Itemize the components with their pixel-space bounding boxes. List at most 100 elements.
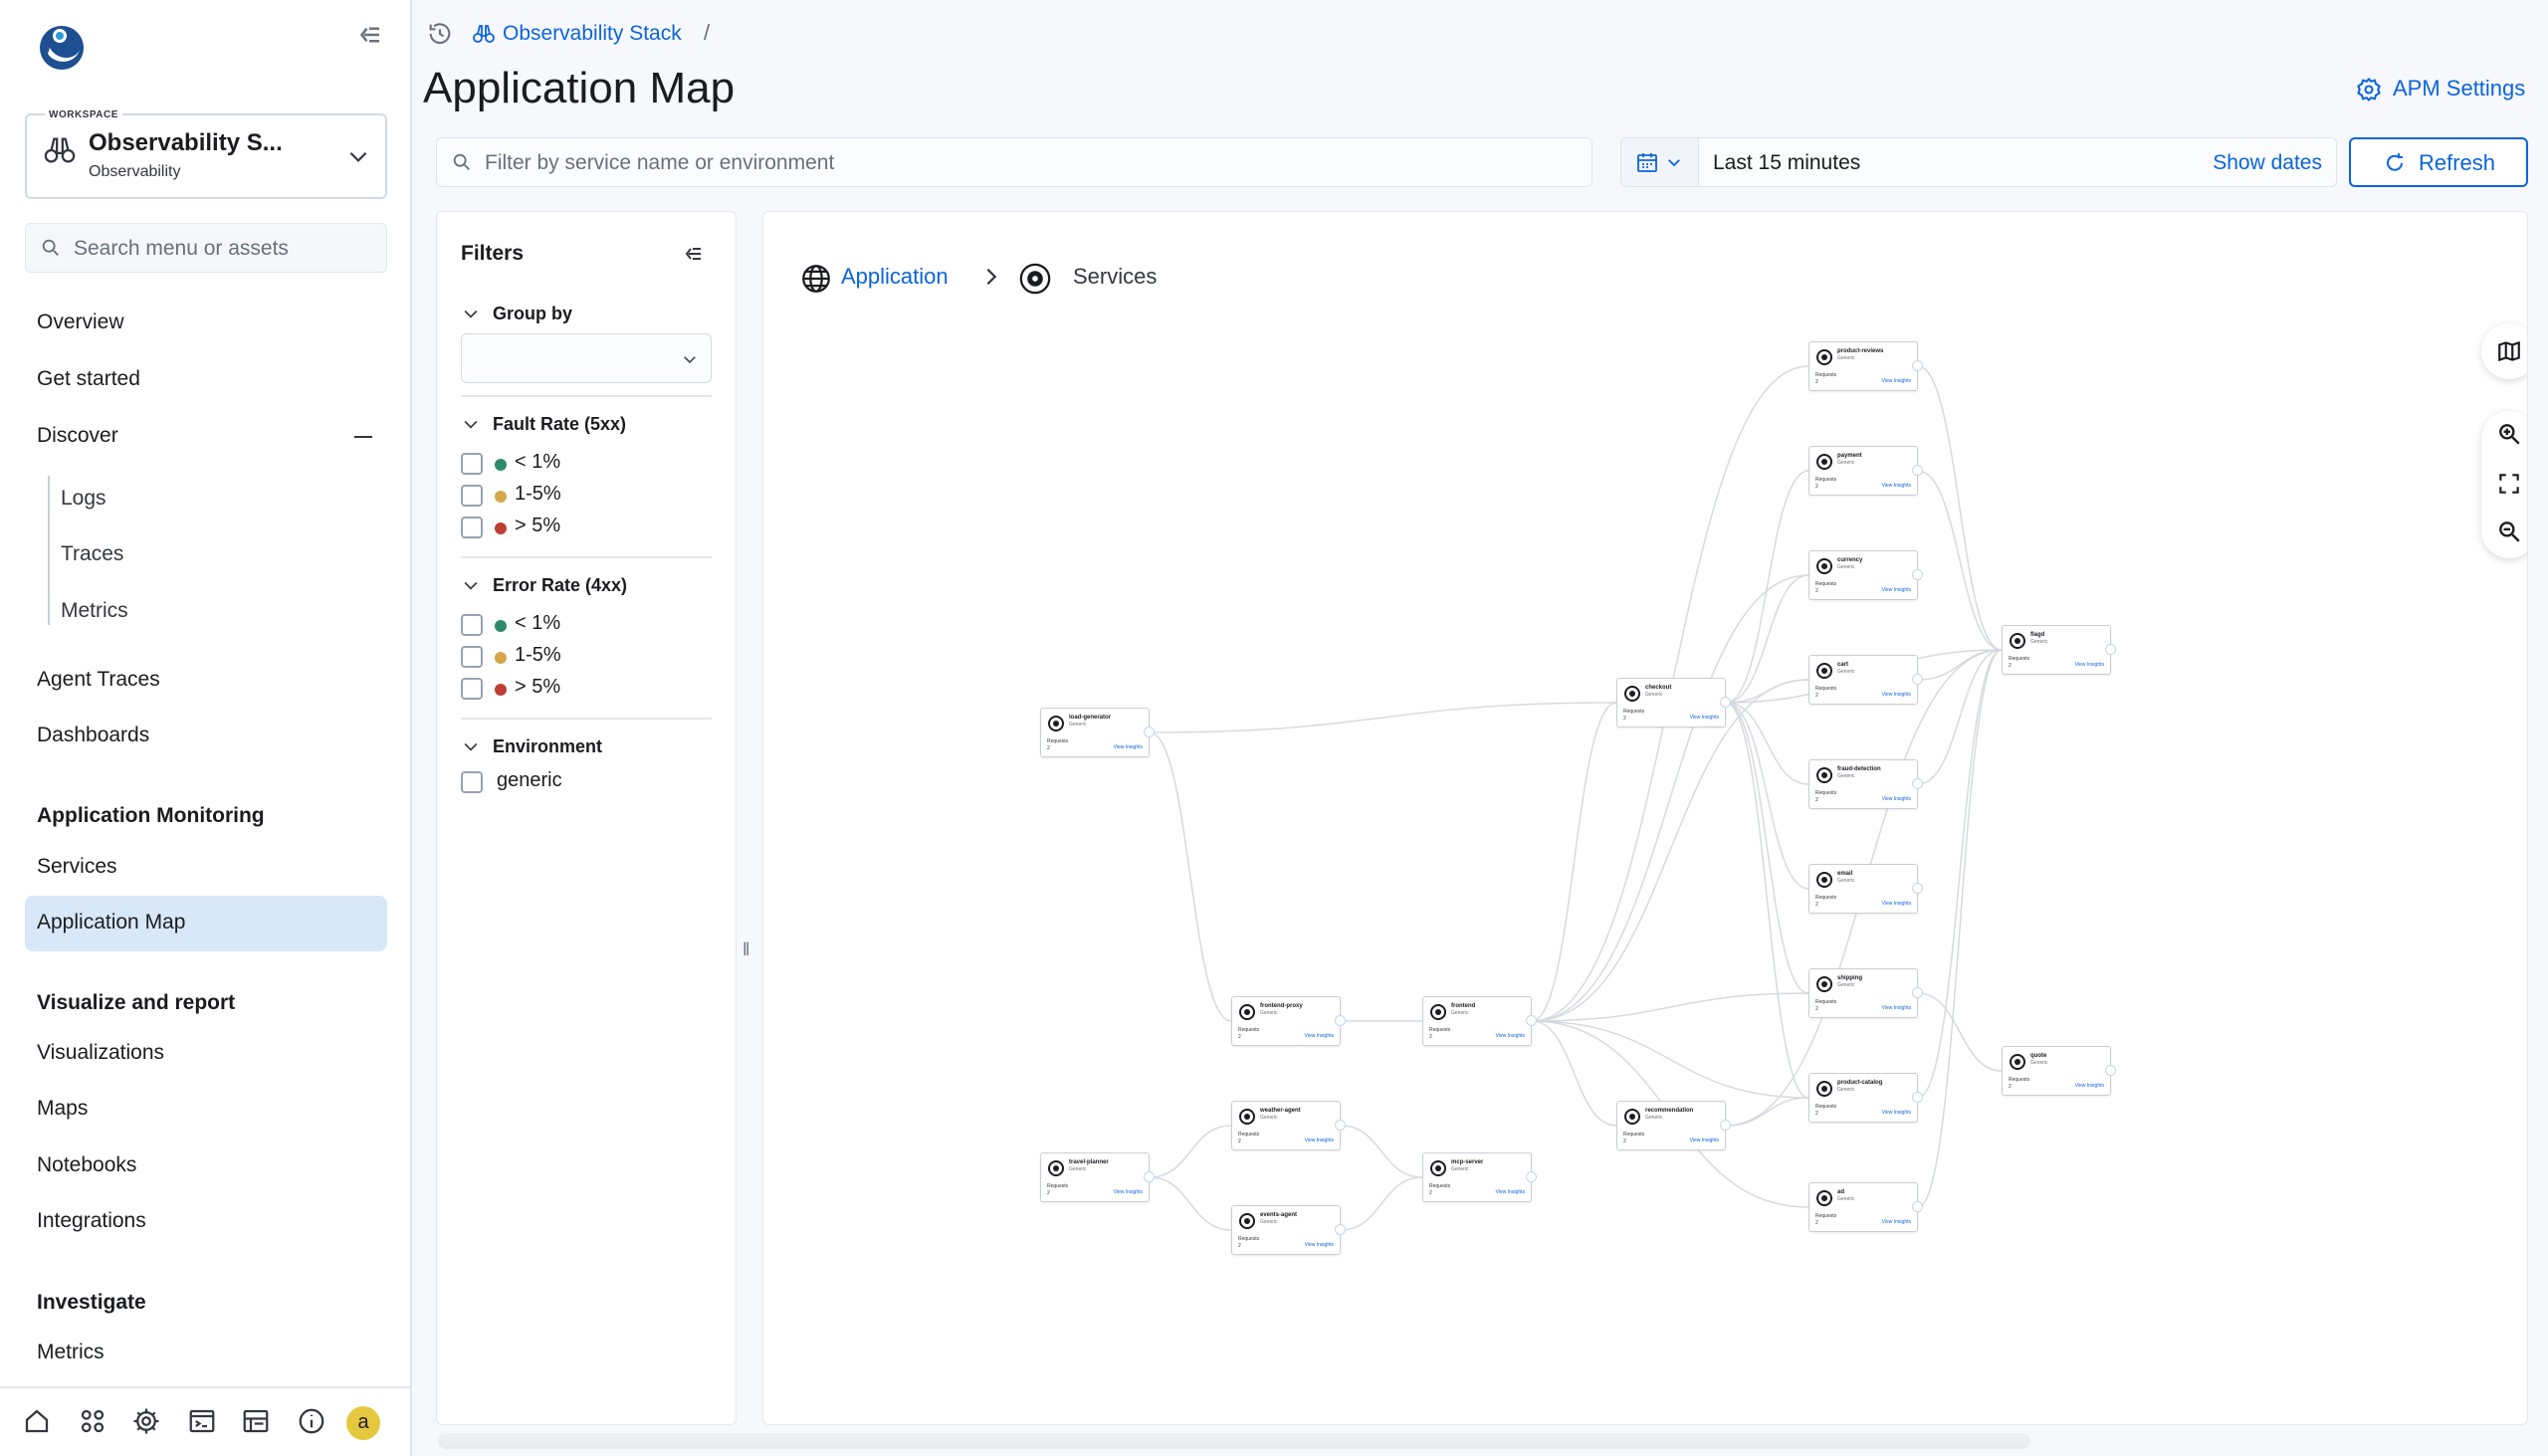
node-expand-handle[interactable] <box>1912 360 1923 371</box>
app-logo-icon[interactable] <box>36 20 90 74</box>
node-expand-handle[interactable] <box>1912 778 1923 789</box>
user-avatar[interactable]: a <box>346 1406 380 1440</box>
view-insights-link[interactable]: View Insights <box>1113 1189 1143 1195</box>
collapse-filters-icon[interactable] <box>680 242 706 266</box>
node-expand-handle[interactable] <box>1526 1015 1537 1026</box>
checkbox[interactable] <box>461 771 483 793</box>
view-insights-link[interactable]: View Insights <box>1881 1005 1911 1011</box>
panel-resize-handle[interactable]: ‖ <box>743 939 750 959</box>
view-insights-link[interactable]: View Insights <box>1495 1033 1525 1039</box>
sidebar-item-discover[interactable]: Discover <box>37 424 118 447</box>
view-insights-link[interactable]: View Insights <box>1304 1138 1334 1144</box>
node-expand-handle[interactable] <box>1720 697 1731 708</box>
console-icon[interactable] <box>187 1406 217 1436</box>
apps-grid-icon[interactable] <box>78 1406 107 1436</box>
node-expand-handle[interactable] <box>1720 1120 1731 1131</box>
view-insights-link[interactable]: View Insights <box>1881 587 1911 593</box>
checkbox[interactable] <box>461 646 483 668</box>
horizontal-scrollbar[interactable] <box>438 1433 2030 1449</box>
fit-view-icon[interactable] <box>2496 471 2522 497</box>
collapse-nav-icon[interactable] <box>354 20 384 50</box>
info-icon[interactable] <box>297 1406 326 1436</box>
gear-icon[interactable] <box>131 1406 161 1436</box>
sidebar-item-metrics[interactable]: Metrics <box>61 599 128 622</box>
view-insights-link[interactable]: View Insights <box>2074 662 2104 668</box>
sidebar-item-services[interactable]: Services <box>37 855 117 878</box>
view-insights-link[interactable]: View Insights <box>1881 483 1911 489</box>
dev-tools-icon[interactable] <box>241 1406 271 1436</box>
history-icon[interactable] <box>426 20 454 48</box>
sidebar-item-dashboards[interactable]: Dashboards <box>37 724 150 746</box>
sidebar-item-application-map-highlight[interactable] <box>25 896 387 951</box>
checkbox[interactable] <box>461 678 483 700</box>
zoom-in-icon[interactable] <box>2496 421 2522 447</box>
view-insights-link[interactable]: View Insights <box>2074 1083 2104 1089</box>
group-by-select[interactable] <box>461 333 712 383</box>
checkbox[interactable] <box>461 485 483 507</box>
sidebar-item-get-started[interactable]: Get started <box>37 367 140 390</box>
node-expand-handle[interactable] <box>1912 465 1923 476</box>
node-expand-handle[interactable] <box>2105 1065 2116 1076</box>
checkbox[interactable] <box>461 453 483 475</box>
node-expand-handle[interactable] <box>1912 883 1923 894</box>
view-insights-link[interactable]: View Insights <box>1689 715 1719 721</box>
node-expand-handle[interactable] <box>1526 1171 1537 1182</box>
view-insights-link[interactable]: View Insights <box>1881 692 1911 698</box>
checkbox[interactable] <box>461 517 483 538</box>
workspace-selector[interactable]: WORKSPACE Observability S... Observabili… <box>25 109 387 199</box>
group-by-section-toggle[interactable]: Group by <box>461 304 572 324</box>
sidebar-item-logs[interactable]: Logs <box>61 487 106 510</box>
fault-rate-section-toggle[interactable]: Fault Rate (5xx) <box>461 414 626 435</box>
view-insights-link[interactable]: View Insights <box>1304 1242 1334 1248</box>
zoom-out-icon[interactable] <box>2496 519 2522 544</box>
node-expand-handle[interactable] <box>1912 569 1923 580</box>
node-expand-handle[interactable] <box>1144 1171 1155 1182</box>
view-insights-link[interactable]: View Insights <box>1113 744 1143 750</box>
view-insights-link[interactable]: View Insights <box>1881 1110 1911 1116</box>
view-insights-link[interactable]: View Insights <box>1495 1189 1525 1195</box>
view-insights-link[interactable]: View Insights <box>1304 1033 1334 1039</box>
time-range-label[interactable]: Last 15 minutes <box>1713 151 1861 174</box>
sidebar-item-maps[interactable]: Maps <box>37 1097 89 1120</box>
sidebar-item-visualizations[interactable]: Visualizations <box>37 1041 165 1064</box>
node-expand-handle[interactable] <box>1335 1120 1346 1131</box>
node-expand-handle[interactable] <box>1335 1224 1346 1235</box>
view-insights-link[interactable]: View Insights <box>1689 1138 1719 1144</box>
sidebar-item-agent-traces[interactable]: Agent Traces <box>37 668 160 691</box>
node-expand-handle[interactable] <box>1912 1092 1923 1103</box>
sidebar-item-notebooks[interactable]: Notebooks <box>37 1153 137 1176</box>
sidebar-item-integrations[interactable]: Integrations <box>37 1209 146 1232</box>
sidebar-item-application-map[interactable]: Application Map <box>37 911 186 934</box>
sidebar-item-traces[interactable]: Traces <box>61 542 124 565</box>
sidebar-item-overview[interactable]: Overview <box>37 311 124 333</box>
quick-date-menu-button[interactable] <box>1621 138 1699 186</box>
view-insights-link[interactable]: View Insights <box>1881 378 1911 384</box>
view-insights-link[interactable]: View Insights <box>1881 901 1911 907</box>
minimap-toggle-button[interactable] <box>2481 323 2527 379</box>
sidebar-item-investigate-metrics[interactable]: Metrics <box>37 1341 105 1363</box>
node-expand-handle[interactable] <box>2105 644 2116 655</box>
view-insights-link[interactable]: View Insights <box>1881 796 1911 802</box>
breadcrumb-workspace-link[interactable]: Observability Stack <box>503 22 682 45</box>
node-expand-handle[interactable] <box>1912 1201 1923 1212</box>
